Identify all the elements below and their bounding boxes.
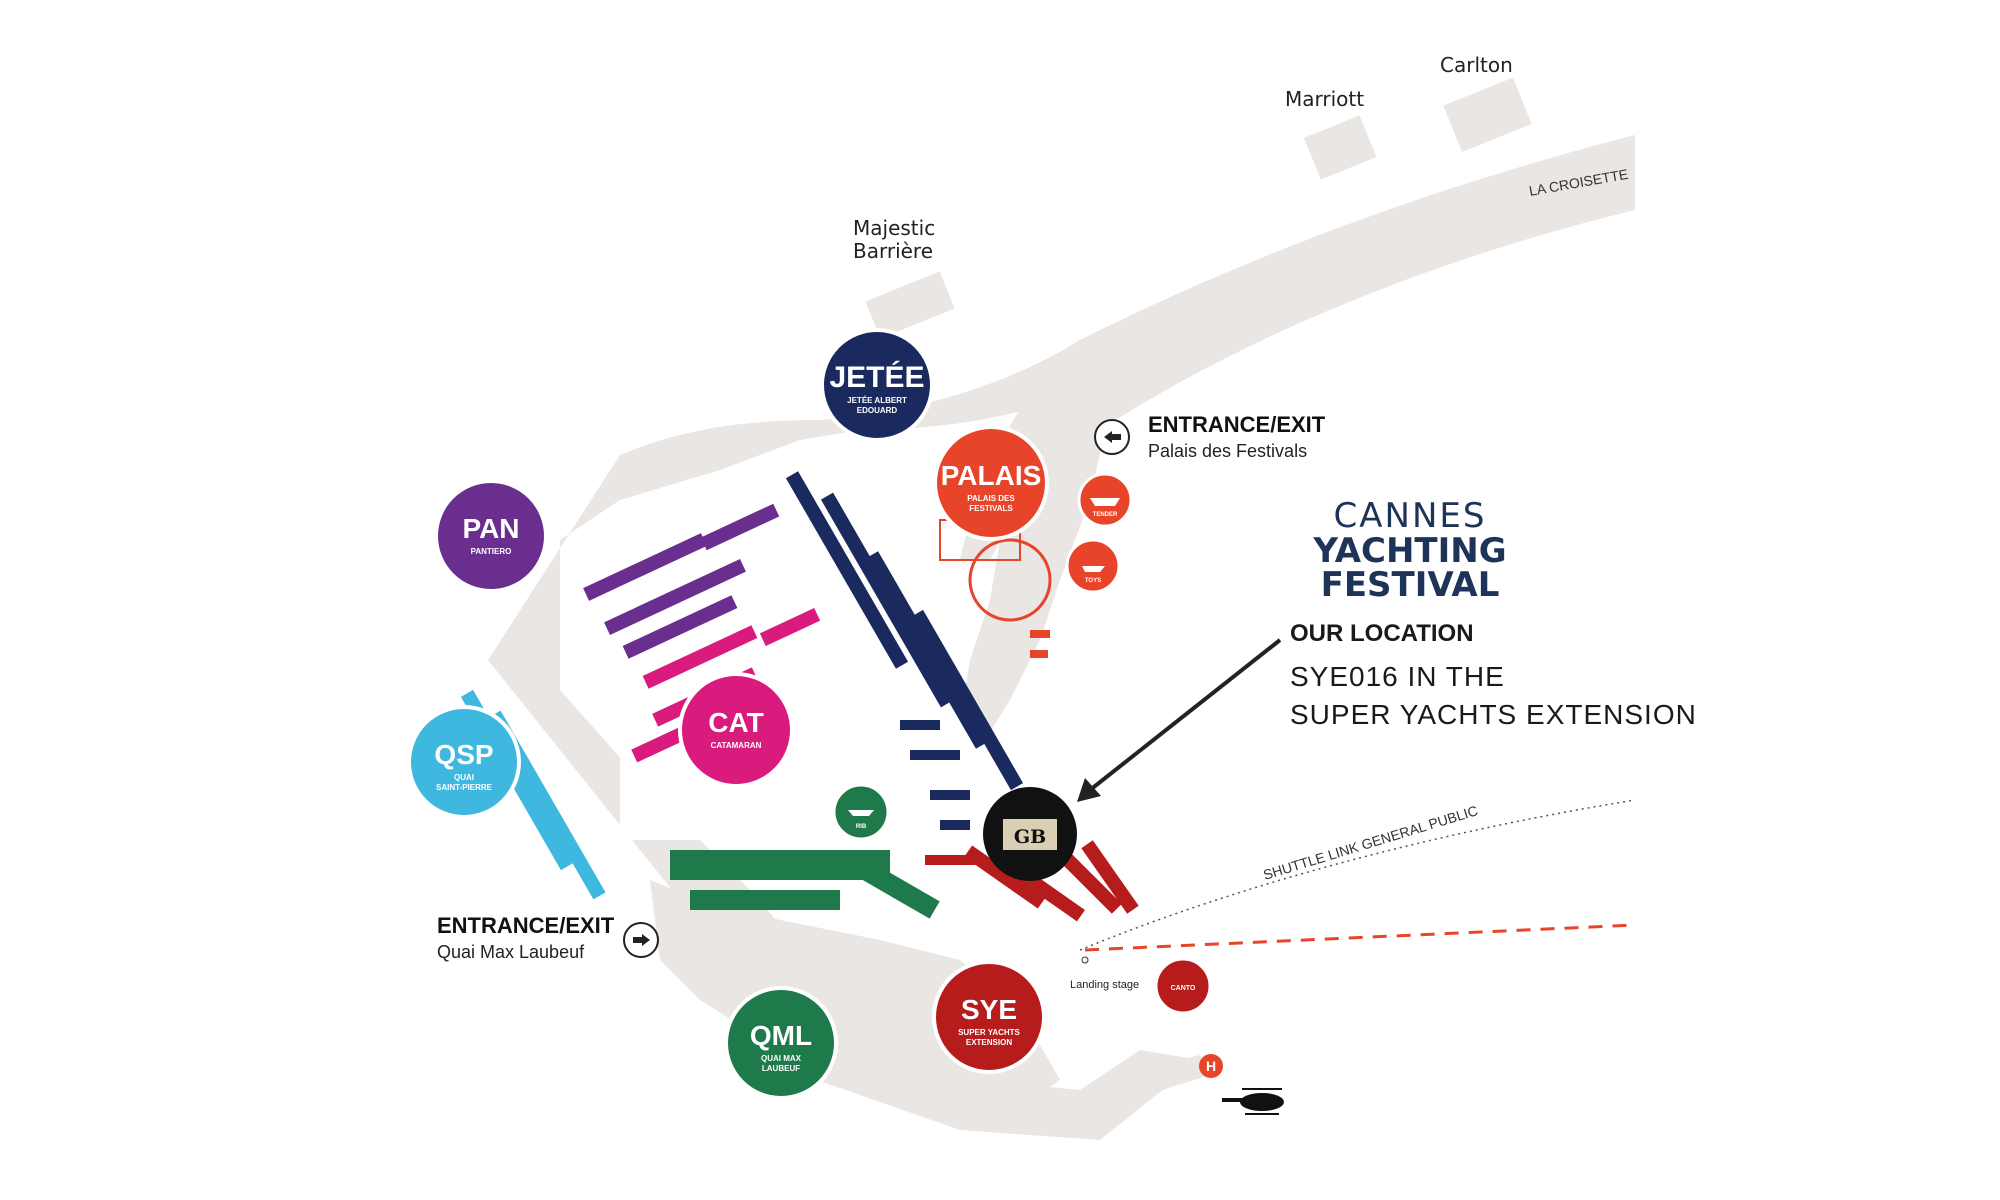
our-location-description: SYE016 IN THE SUPER YACHTS EXTENSION bbox=[1290, 658, 1750, 734]
zone-pan-sub-0: PANTIERO bbox=[471, 547, 512, 556]
zone-cat[interactable]: CAT CATAMARAN bbox=[678, 672, 794, 788]
our-location-marker[interactable]: GB bbox=[983, 787, 1077, 881]
location-line-1: SYE016 IN THE bbox=[1290, 661, 1505, 692]
zone-qml-sub-0: QUAI MAX bbox=[761, 1054, 802, 1063]
entrance-palais[interactable]: ENTRANCE/EXIT Palais des Festivals bbox=[1094, 412, 1326, 461]
dashed-channel-line bbox=[1084, 923, 1636, 952]
shuttle-route bbox=[1079, 799, 1636, 951]
arrow-right-icon bbox=[633, 934, 650, 946]
carlton-building bbox=[1443, 77, 1532, 153]
marker-text: GB bbox=[1014, 826, 1046, 848]
zone-qsp-sub-0: QUAI bbox=[454, 773, 474, 782]
helicopter-icon bbox=[1222, 1088, 1284, 1115]
zone-sye-code: SYE bbox=[961, 994, 1017, 1025]
zone-jetee-sub-1: EDOUARD bbox=[857, 406, 898, 415]
tender-area-badge[interactable]: TENDER bbox=[1077, 472, 1133, 528]
jetee-stands bbox=[785, 471, 1024, 830]
jetee-land bbox=[488, 340, 1200, 1140]
zone-pan-circle bbox=[434, 479, 548, 593]
toys-area-badge[interactable]: TOYS bbox=[1065, 538, 1121, 594]
logo-line-cannes: CANNES bbox=[1333, 496, 1487, 536]
shuttle-label: SHUTTLE LINK GENERAL PUBLIC bbox=[1261, 802, 1479, 883]
entrance-quai-title: ENTRANCE/EXIT bbox=[437, 913, 615, 938]
tender-area-label: TENDER bbox=[1093, 512, 1118, 518]
entrance-palais-sub: Palais des Festivals bbox=[1148, 441, 1307, 461]
zone-qsp-circle bbox=[407, 705, 521, 819]
entrance-quai-sub: Quai Max Laubeuf bbox=[437, 942, 585, 962]
zone-jetee-sub-0: JETÉE ALBERT bbox=[847, 396, 907, 405]
pier-land bbox=[1085, 1055, 1210, 1125]
majestic-building bbox=[865, 271, 955, 339]
entrance-palais-title: ENTRANCE/EXIT bbox=[1148, 412, 1326, 437]
zone-palais-circle bbox=[933, 425, 1049, 541]
pan-stands bbox=[583, 503, 780, 659]
zone-qsp-sub-1: SAINT-PIERRE bbox=[436, 783, 493, 792]
zone-jetee-code: JETÉE bbox=[829, 360, 924, 394]
croisette-land bbox=[960, 135, 1635, 560]
zone-palais-sub-1: FESTIVALS bbox=[969, 504, 1013, 513]
zone-sye-sub-1: EXTENSION bbox=[966, 1038, 1012, 1047]
qml-stands bbox=[670, 850, 940, 919]
arrow-left-icon bbox=[1104, 431, 1121, 443]
hotel-marriott-label: Marriott bbox=[1285, 87, 1364, 111]
zone-qml-sub-1: LAUBEUF bbox=[762, 1064, 800, 1073]
zone-qml-circle bbox=[724, 986, 838, 1100]
marriott-building bbox=[1303, 115, 1377, 180]
location-arrow-line bbox=[1088, 638, 1282, 792]
zone-sye-circle bbox=[932, 960, 1046, 1074]
zone-pan[interactable]: PAN PANTIERO bbox=[434, 479, 548, 593]
zone-jetee-circle bbox=[820, 328, 934, 442]
zone-sye-sub-0: SUPER YACHTS bbox=[958, 1028, 1020, 1037]
our-location-title: OUR LOCATION bbox=[1290, 620, 1474, 647]
entrance-quai[interactable]: ENTRANCE/EXIT Quai Max Laubeuf bbox=[437, 913, 659, 962]
zone-pan-code: PAN bbox=[462, 513, 519, 544]
heliport-label: H bbox=[1206, 1058, 1216, 1074]
location-line-2: SUPER YACHTS EXTENSION bbox=[1290, 699, 1697, 730]
hotel-barriere-label: Barrière bbox=[853, 239, 933, 263]
palais-land bbox=[960, 400, 1105, 740]
zone-cat-sub-0: CATAMARAN bbox=[711, 741, 762, 750]
logo-line-festival: FESTIVAL bbox=[1320, 565, 1500, 605]
zone-qml-code: QML bbox=[750, 1020, 812, 1051]
landing-stage-label: Landing stage bbox=[1070, 979, 1139, 991]
zone-palais-code: PALAIS bbox=[941, 460, 1042, 491]
canto-badge[interactable]: CANTO bbox=[1154, 957, 1212, 1015]
location-arrow-head bbox=[1077, 778, 1101, 802]
rib-area-label: RIB bbox=[856, 824, 867, 830]
zone-qsp-code: QSP bbox=[434, 739, 493, 770]
zone-cat-circle bbox=[678, 672, 794, 788]
logo-line-yachting: YACHTING bbox=[1313, 531, 1507, 571]
canto-label: CANTO bbox=[1171, 985, 1196, 992]
hotel-carlton-label: Carlton bbox=[1440, 53, 1513, 77]
zone-cat-code: CAT bbox=[708, 707, 763, 738]
festival-logo: CANNES YACHTING FESTIVAL bbox=[1290, 498, 1530, 602]
palais-stands bbox=[939, 519, 1052, 658]
toys-area-label: TOYS bbox=[1085, 578, 1101, 584]
zone-palais-sub-0: PALAIS DES bbox=[967, 494, 1015, 503]
rib-area-badge[interactable]: RIB bbox=[832, 783, 890, 841]
landing-stage-dot bbox=[1081, 956, 1089, 964]
heliport-badge[interactable] bbox=[1199, 1054, 1223, 1078]
hotel-majestic-label: Majestic bbox=[853, 216, 935, 240]
